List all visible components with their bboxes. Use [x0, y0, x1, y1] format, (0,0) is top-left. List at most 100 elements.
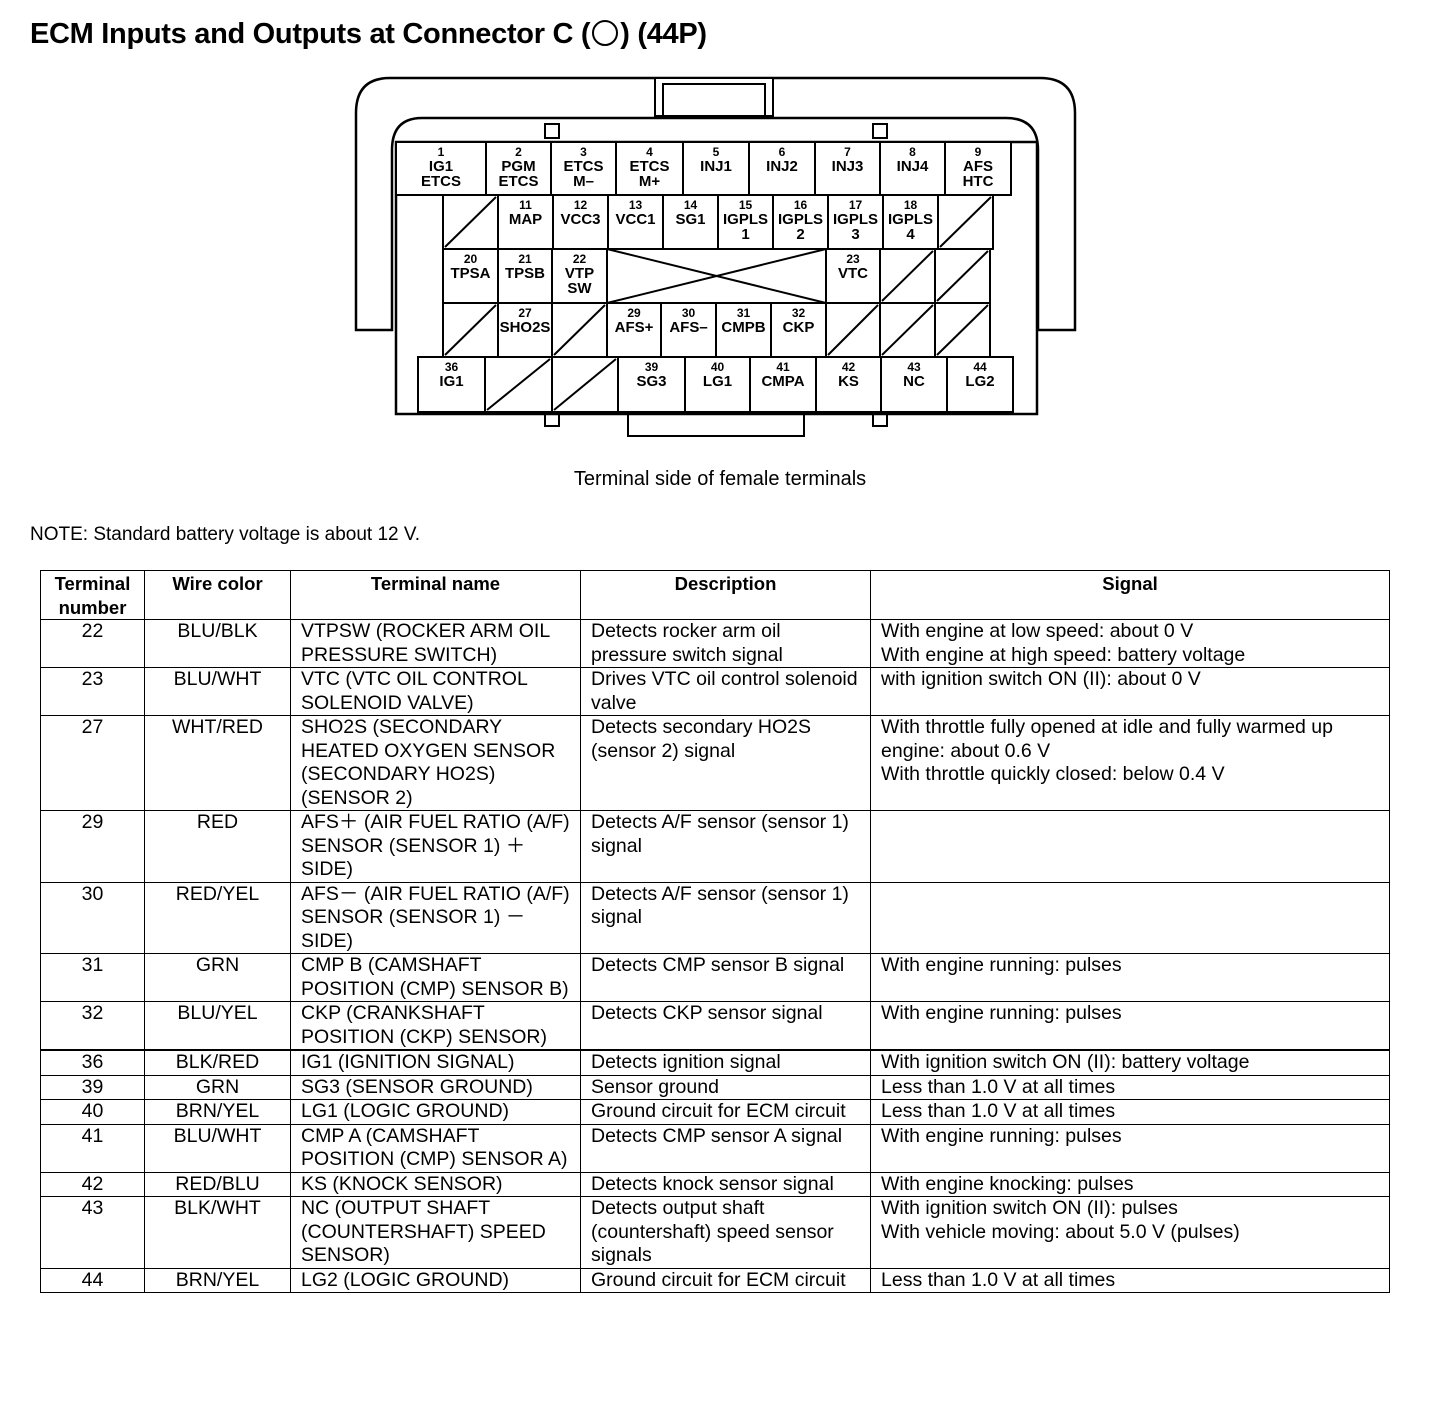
cell-wire-color: RED	[144, 810, 291, 883]
cell-terminal-name: VTPSW (ROCKER ARM OIL PRESSURE SWITCH)	[290, 619, 581, 668]
pin-label: 3	[851, 226, 859, 243]
pin-label: SG3	[636, 373, 666, 390]
pin-number: 21	[518, 252, 532, 266]
cell-terminal-number: 39	[40, 1074, 145, 1100]
cell-terminal-number: 36	[40, 1049, 145, 1076]
pin-label: MAP	[509, 211, 542, 228]
pin-number: 18	[904, 198, 918, 212]
cell-description: Drives VTC oil control solenoid valve	[580, 667, 871, 716]
pin-number: 32	[792, 306, 806, 320]
pin-number: 12	[574, 198, 588, 212]
header-wire-color: Wire color	[144, 570, 291, 620]
cell-wire-color: GRN	[144, 1074, 291, 1100]
cell-signal: Less than 1.0 V at all times	[870, 1074, 1390, 1100]
pin-number: 42	[842, 360, 856, 374]
cell-wire-color: GRN	[144, 953, 291, 1002]
cell-description: Ground circuit for ECM circuit	[580, 1267, 871, 1293]
pin-grid: 1IG1ETCS2PGMETCS3ETCSM–4ETCSM+5INJ16INJ2…	[395, 141, 1014, 413]
pin-label: M–	[573, 173, 594, 190]
cell-description: Ground circuit for ECM circuit	[580, 1099, 871, 1125]
cell-description: Detects rocker arm oil pressure switch s…	[580, 619, 871, 668]
cell-terminal-number: 42	[40, 1171, 145, 1197]
cell-terminal-name: SHO2S (SECONDARY HEATED OXYGEN SENSOR (S…	[290, 715, 581, 811]
header-description: Description	[580, 570, 871, 620]
pin-label: NC	[903, 373, 925, 390]
cell-terminal-name: IG1 (IGNITION SIGNAL)	[290, 1049, 581, 1076]
pin-label: M+	[639, 173, 660, 190]
pin-cell	[442, 302, 499, 358]
cell-description: Detects secondary HO2S (sensor 2) signal	[580, 715, 871, 811]
title-prefix: ECM Inputs and Outputs at Connector C (	[30, 18, 591, 50]
cell-terminal-number: 27	[40, 715, 145, 811]
cell-signal	[870, 810, 1390, 883]
cell-description: Detects A/F sensor (sensor 1) signal	[580, 881, 871, 954]
pin-label: IGPLS	[723, 211, 768, 228]
header-terminal-number: Terminal number	[40, 570, 145, 620]
pin-label: CMPB	[721, 319, 765, 336]
cell-wire-color: BLU/YEL	[144, 1001, 291, 1051]
cell-terminal-number: 43	[40, 1196, 145, 1269]
cell-wire-color: WHT/RED	[144, 715, 291, 811]
cell-terminal-name: SG3 (SENSOR GROUND)	[290, 1074, 581, 1100]
cell-wire-color: RED/YEL	[144, 881, 291, 954]
pin-number: 39	[645, 360, 659, 374]
cell-description: Detects knock sensor signal	[580, 1171, 871, 1197]
cell-wire-color: BRN/YEL	[144, 1267, 291, 1293]
pin-label: AFS–	[669, 319, 707, 336]
pin-number: 9	[975, 145, 982, 159]
cell-wire-color: RED/BLU	[144, 1171, 291, 1197]
header-signal: Signal	[870, 570, 1390, 620]
pin-number: 43	[907, 360, 921, 374]
pin-label: SG1	[675, 211, 705, 228]
cell-description: Sensor ground	[580, 1074, 871, 1100]
cell-signal: Less than 1.0 V at all times	[870, 1267, 1390, 1293]
cell-signal: With engine running: pulses	[870, 1123, 1390, 1173]
cell-wire-color: BLK/RED	[144, 1049, 291, 1076]
cell-signal: With engine running: pulses	[870, 1001, 1390, 1051]
pin-label: ETCS	[498, 173, 538, 190]
pin-label: AFS+	[615, 319, 654, 336]
pin-number: 15	[739, 198, 753, 212]
pin-label: 2	[796, 226, 804, 243]
pin-number: 7	[844, 145, 851, 159]
cell-signal: With throttle fully opened at idle and f…	[870, 715, 1390, 811]
pin-label: LG1	[703, 373, 732, 390]
pin-number: 2	[515, 145, 522, 159]
pin-number: 40	[711, 360, 725, 374]
cell-terminal-name: LG2 (LOGIC GROUND)	[290, 1267, 581, 1293]
connector-diagram: 1IG1ETCS2PGMETCS3ETCSM–4ETCSM+5INJ16INJ2…	[354, 76, 1077, 437]
pin-label: VCC1	[615, 211, 655, 228]
pin-cell	[879, 248, 936, 304]
pin-number: 27	[518, 306, 532, 320]
cell-terminal-name: AFS－ (AIR FUEL RATIO (A/F) SENSOR (SENSO…	[290, 881, 581, 954]
pin-label: KS	[838, 373, 859, 390]
cell-description: Detects CMP sensor A signal	[580, 1123, 871, 1173]
cell-terminal-name: CMP A (CAMSHAFT POSITION (CMP) SENSOR A)	[290, 1123, 581, 1173]
pin-number: 23	[846, 252, 860, 266]
pin-label: IGPLS	[888, 211, 933, 228]
cell-terminal-number: 22	[40, 619, 145, 668]
cell-wire-color: BLU/BLK	[144, 619, 291, 668]
